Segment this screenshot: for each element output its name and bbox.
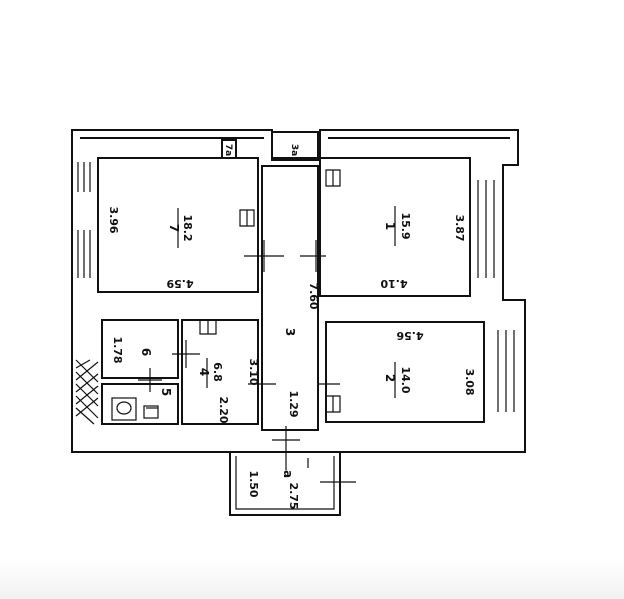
room-4-width: 2.20 — [217, 396, 230, 423]
room-1-height: 3.87 — [453, 214, 466, 241]
room-2-number: 2 — [383, 374, 397, 382]
windows — [71, 162, 515, 412]
room-3-outline — [261, 165, 319, 431]
room-7-number: 7 — [167, 224, 181, 232]
room-4-area: 6.8 — [211, 362, 224, 382]
room-7-height: 3.96 — [107, 206, 120, 233]
room-1-outline — [319, 157, 471, 297]
room-7-width: 4.59 — [166, 277, 193, 290]
room-3-number: 3 — [283, 328, 297, 336]
room-2-area: 14.0 — [399, 366, 412, 393]
room-1-number: 1 — [383, 222, 397, 230]
room-6-height: 1.78 — [111, 336, 124, 363]
room-3a-outline — [271, 131, 319, 159]
room-3a-number: 3a — [289, 144, 299, 156]
room-4-number: 4 — [197, 368, 211, 376]
stair-hatch — [75, 359, 99, 425]
room-4-height: 3.10 — [247, 358, 260, 385]
bottom-gradient — [0, 560, 624, 599]
room-5-outline — [101, 383, 179, 425]
toilet-icon — [111, 397, 159, 421]
room-7a-number: 7a — [223, 144, 233, 156]
balcony-outline — [229, 452, 341, 516]
balcony-number: a — [281, 470, 295, 478]
room-6-number: 6 — [139, 348, 153, 356]
room-2-outline — [325, 321, 485, 423]
room-3-length: 7.60 — [307, 282, 320, 309]
room-3-width: 1.29 — [287, 390, 300, 417]
balcony-width: 2.75 — [287, 482, 300, 509]
room-1-width: 4.10 — [380, 277, 407, 290]
room-4-outline — [181, 319, 259, 425]
room-7a-outline — [221, 139, 237, 159]
outer-walls — [71, 129, 526, 453]
balcony-height: 1.50 — [247, 470, 260, 497]
room-2-height: 3.08 — [463, 368, 476, 395]
room-1-area: 15.9 — [399, 212, 412, 239]
room-7-area: 18.2 — [181, 214, 194, 241]
room-7-outline — [97, 157, 259, 293]
room-6-outline — [101, 319, 179, 379]
room-5-number: 5 — [159, 388, 173, 396]
door-marks — [138, 169, 356, 496]
room-2-width: 4.56 — [396, 329, 423, 342]
